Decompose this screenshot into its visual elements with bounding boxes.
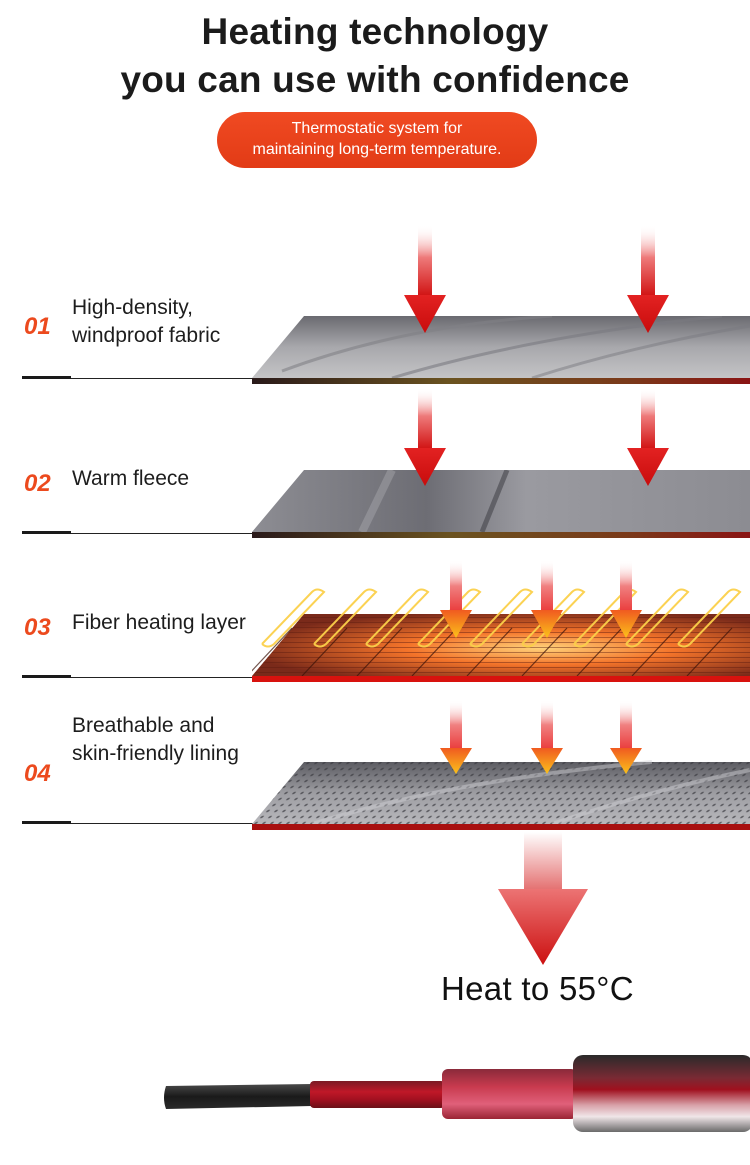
down-arrow-icon bbox=[440, 560, 472, 638]
fabric-layer-mesh-lining bbox=[252, 760, 750, 832]
down-arrow-icon bbox=[404, 225, 446, 333]
layer-divider bbox=[22, 376, 71, 379]
layer-number: 04 bbox=[24, 760, 51, 787]
heat-temperature-label: Heat to 55°C bbox=[441, 970, 634, 1007]
layer-label: High-density, windproof fabric bbox=[72, 294, 220, 350]
layer-number: 02 bbox=[24, 470, 51, 497]
power-cable-icon bbox=[164, 1055, 750, 1132]
layer-label-line-1: High-density, bbox=[72, 296, 193, 319]
fabric-layer-windproof bbox=[252, 316, 750, 386]
layer-label-line-2: windproof fabric bbox=[72, 324, 221, 347]
layer-divider-line bbox=[71, 677, 254, 678]
page-title-line-2: you can use with confidence bbox=[120, 59, 630, 100]
feature-badge-line-2: maintaining long-term temperature. bbox=[252, 141, 502, 158]
layer-divider bbox=[22, 675, 71, 678]
down-arrow-icon bbox=[531, 560, 563, 638]
down-arrow-icon bbox=[627, 388, 669, 486]
feature-badge: Thermostatic system for maintaining long… bbox=[217, 112, 537, 168]
layer-label: Fiber heating layer bbox=[72, 609, 246, 637]
down-arrow-icon bbox=[610, 560, 642, 638]
layer-divider bbox=[22, 531, 71, 534]
layer-divider-line bbox=[71, 533, 254, 534]
down-arrow-icon bbox=[610, 700, 642, 774]
layer-label-line-1: Warm fleece bbox=[72, 467, 190, 490]
layer-label-line-1: Breathable and bbox=[72, 714, 215, 737]
feature-badge-line-1: Thermostatic system for bbox=[291, 120, 463, 137]
layer-divider-line bbox=[71, 378, 254, 379]
layer-number: 03 bbox=[24, 614, 51, 641]
heat-output-arrow-icon bbox=[498, 832, 588, 965]
layer-label-line-1: Fiber heating layer bbox=[72, 611, 246, 634]
layer-number: 01 bbox=[24, 313, 51, 340]
layer-label-line-2: skin-friendly lining bbox=[72, 742, 239, 765]
layer-label: Breathable and skin-friendly lining bbox=[72, 712, 239, 768]
down-arrow-icon bbox=[440, 700, 472, 774]
page-title-line-1: Heating technology bbox=[201, 11, 549, 52]
layer-label: Warm fleece bbox=[72, 465, 189, 493]
down-arrow-icon bbox=[404, 388, 446, 486]
down-arrow-icon bbox=[627, 225, 669, 333]
fabric-layer-heating bbox=[252, 582, 750, 686]
down-arrow-icon bbox=[531, 700, 563, 774]
fabric-layer-fleece bbox=[252, 470, 750, 540]
layer-divider-line bbox=[71, 823, 254, 824]
layer-divider bbox=[22, 821, 71, 824]
